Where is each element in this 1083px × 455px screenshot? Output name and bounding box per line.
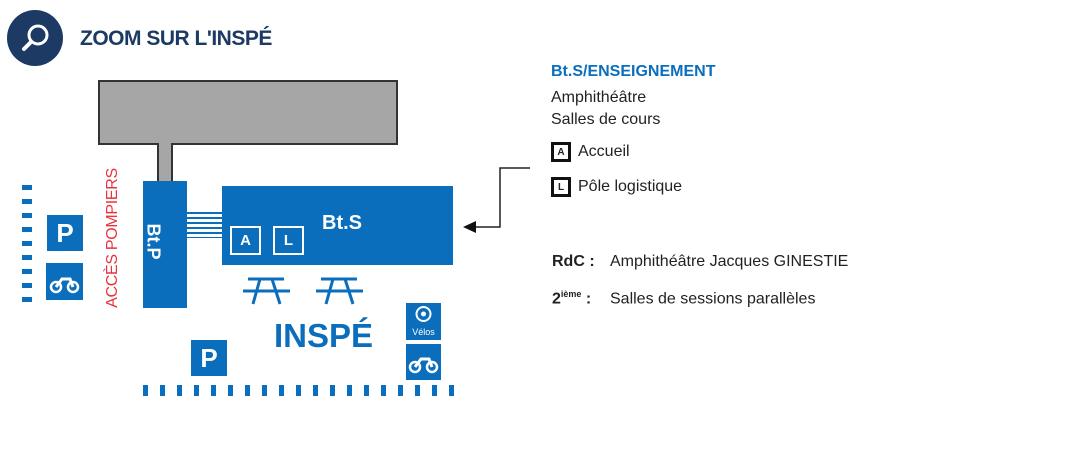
floor-2: 2ième : Salles de sessions parallèles [552,289,815,308]
building-p-label: Bt.P [143,223,164,260]
neighbor-building [98,80,398,145]
bottom-parking-markings [143,385,456,396]
building-s-label: Bt.S [322,212,362,234]
accueil-marker: A [230,226,261,255]
floor-rdc: RdC : Amphithéâtre Jacques GINESTIE [552,253,848,271]
site-name: INSPÉ [274,317,374,354]
floor-sep: : [581,290,592,308]
magnifier-icon [22,24,49,51]
legend-item-label: Accueil [578,143,630,161]
picnic-table-icon [316,277,363,305]
floor-desc: Amphithéâtre Jacques GINESTIE [610,253,849,270]
legend-line: Amphithéâtre [551,89,647,106]
floor-level: RdC : [552,253,595,270]
picnic-table-icons [243,277,363,305]
parking-icon: P [47,215,83,251]
floor-level: 2 [552,290,561,308]
logistique-marker: L [273,226,304,255]
logistique-key: L [551,177,571,197]
search-badge [7,10,63,66]
legend-item-accueil: A Accueil [551,142,630,162]
legend-item-label: Pôle logistique [578,178,683,196]
picnic-table-icon [243,277,290,305]
building-s[interactable]: Bt.S A L [222,186,453,265]
connector [187,212,222,238]
page-title: ZOOM SUR L'INSPÉ [80,27,272,50]
legend-title: Bt.S/ENSEIGNEMENT [551,63,716,80]
building-p[interactable]: Bt.P [143,181,187,308]
pointer-arrow [463,167,530,233]
motorbike-parking-icon [406,344,441,380]
floor-desc: Salles de sessions parallèles [610,290,816,308]
parking-icon: P [191,340,227,376]
left-parking-markings [22,185,32,303]
bike-parking-icon: Vélos [406,303,441,340]
walkway [157,143,173,183]
legend-line: Salles de cours [551,111,661,128]
legend-item-logistique: L Pôle logistique [551,177,682,197]
motorbike-parking-icon [46,263,83,300]
floor-sup: ième [560,289,582,299]
accueil-key: A [551,142,571,162]
fire-access-label: ACCÈS POMPIERS [104,168,121,308]
bike-parking-label: Vélos [412,327,435,337]
